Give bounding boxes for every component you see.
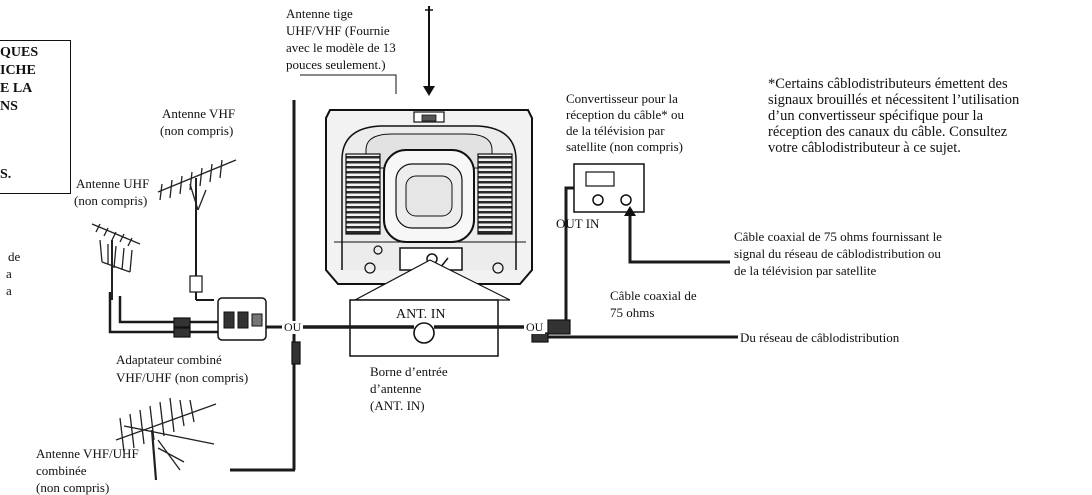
uhf-antenna	[91, 223, 141, 300]
ant-in-panel-label: ANT. IN	[392, 307, 450, 322]
terminal-label-2: d’antenne	[370, 381, 422, 396]
cable-network-label: Du réseau de câblodistribution	[740, 330, 900, 345]
note-line-1: *Certains câblodistributeurs émettent de…	[768, 76, 1008, 92]
tv-rear	[325, 109, 533, 285]
arrow-in	[624, 206, 636, 216]
rod-antenna-leader	[300, 74, 397, 94]
coax-converter-label-2: signal du réseau de câblodistribution ou	[734, 246, 941, 261]
combined-antenna-label-3: (non compris)	[36, 480, 110, 495]
converter-label-1: Convertisseur pour la	[566, 91, 678, 106]
note-line-3: d’un convertisseur spécifique pour la	[768, 108, 984, 124]
note-line-5: votre câblodistributeur à ce sujet.	[768, 140, 961, 156]
rod-antenna-label-1: Antenne tige	[286, 6, 353, 21]
converter-label-4: satellite (non compris)	[566, 139, 683, 154]
combiner-label-2: VHF/UHF (non compris)	[116, 370, 249, 385]
rod-antenna-label-2: UHF/VHF (Fournie	[286, 23, 390, 38]
left-cut-text-2: a	[6, 266, 12, 281]
terminal-label-3: (ANT. IN)	[370, 398, 425, 413]
rod-antenna	[423, 6, 435, 96]
combiner-label-1: Adaptateur combiné	[116, 352, 222, 367]
left-cut-box	[0, 40, 71, 194]
uhf-antenna-label-2: (non compris)	[74, 193, 148, 208]
left-box-line-5: S.	[0, 167, 12, 182]
ou-right-label: OU	[524, 320, 546, 334]
out-in-label: OUT IN	[556, 216, 600, 231]
left-cut-text-1: de	[8, 249, 21, 264]
plugs	[173, 275, 571, 365]
coax-75-label-1: Câble coaxial de	[610, 288, 697, 303]
rod-antenna-label-3: avec le modèle de 13	[286, 40, 396, 55]
vhf-antenna	[157, 159, 237, 212]
coax-75-label-2: 75 ohms	[610, 305, 655, 320]
note-line-4: réception des canaux du câble. Consultez	[768, 124, 1008, 140]
coax-converter-label-3: de la télévision par satellite	[734, 263, 877, 278]
converter-label-3: de la télévision par	[566, 123, 665, 138]
combiner-box	[217, 297, 267, 341]
converter-box	[573, 163, 645, 213]
left-box-line-3: E LA	[0, 81, 33, 96]
left-box-line-1: QUES	[0, 45, 39, 60]
uhf-antenna-label-1: Antenne UHF	[76, 176, 150, 191]
vhf-antenna-label-2: (non compris)	[160, 123, 234, 138]
note-line-2: signaux brouillés et nécessitent l’utili…	[768, 92, 1020, 108]
combined-antenna	[115, 397, 217, 481]
ou-left-label: OU	[282, 320, 304, 334]
converter-label-2: réception du câble* ou	[566, 107, 685, 122]
terminal-label-1: Borne d’entrée	[370, 364, 448, 379]
left-cut-text-3: a	[6, 283, 12, 298]
left-box-line-2: ICHE	[0, 63, 36, 78]
left-box-line-4: NS	[0, 99, 18, 114]
vhf-antenna-label-1: Antenne VHF	[162, 106, 236, 121]
combined-antenna-label-2: combinée	[36, 463, 87, 478]
rod-antenna-label-4: pouces seulement.)	[286, 57, 386, 72]
combined-antenna-label-1: Antenne VHF/UHF	[36, 446, 139, 461]
coax-converter-label-1: Câble coaxial de 75 ohms fournissant le	[734, 229, 942, 244]
ant-in-jack	[413, 322, 435, 344]
